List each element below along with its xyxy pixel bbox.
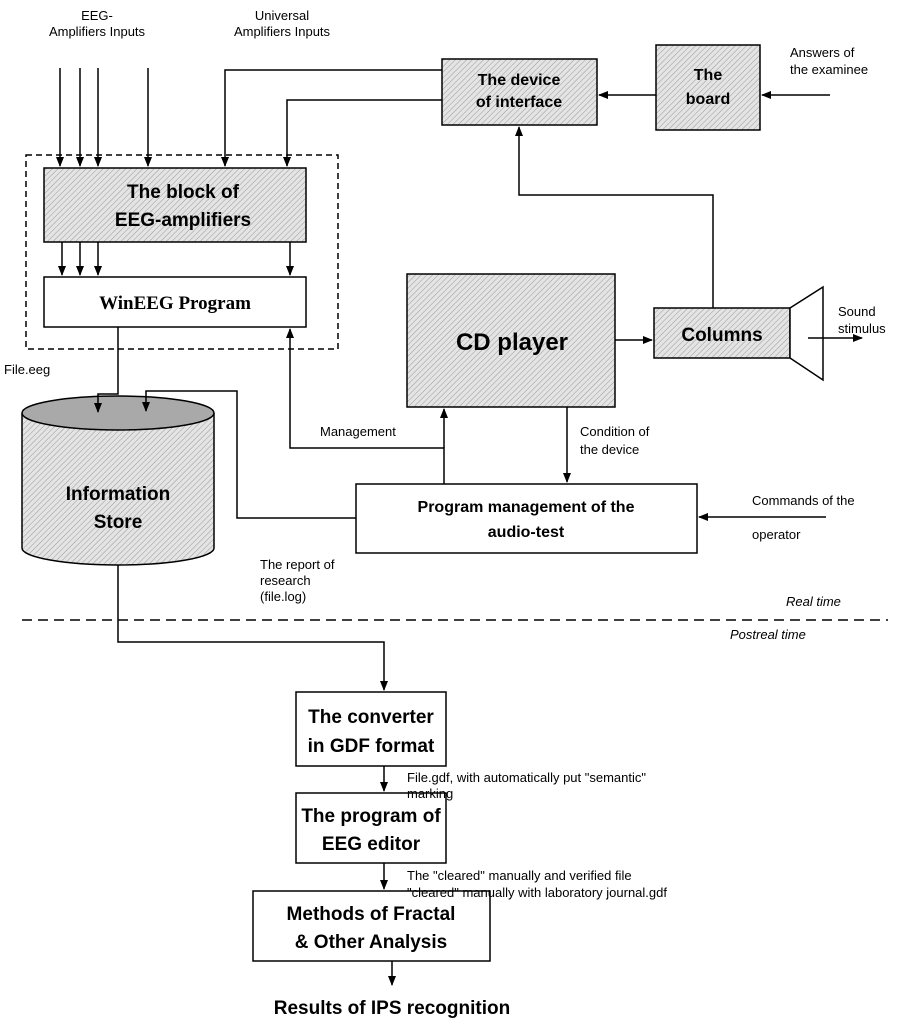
svg-text:Amplifiers Inputs: Amplifiers Inputs bbox=[49, 24, 146, 39]
svg-text:marking: marking bbox=[407, 786, 453, 801]
svg-text:operator: operator bbox=[752, 527, 801, 542]
svg-text:The converter: The converter bbox=[308, 707, 434, 728]
svg-text:"cleared" manually with labora: "cleared" manually with laboratory journ… bbox=[407, 885, 667, 900]
svg-text:The program of: The program of bbox=[301, 806, 441, 827]
svg-text:(file.log): (file.log) bbox=[260, 589, 306, 604]
columns-to-interface-line bbox=[515, 126, 714, 308]
svg-text:The report of: The report of bbox=[260, 557, 335, 572]
report-of-research-label: The report of research (file.log) bbox=[260, 557, 335, 604]
file-gdf-label: File.gdf, with automatically put "semant… bbox=[407, 770, 646, 801]
eeg-editor-block: The program of EEG editor bbox=[295, 792, 447, 864]
svg-text:Methods of Fractal: Methods of Fractal bbox=[287, 904, 456, 925]
cleared-file-label: The "cleared" manually and verified file… bbox=[407, 868, 667, 900]
wineeg-program-block: WinEEG Program bbox=[43, 276, 307, 328]
svg-text:WinEEG Program: WinEEG Program bbox=[99, 293, 251, 314]
svg-text:The "cleared" manually and ver: The "cleared" manually and verified file bbox=[407, 868, 632, 883]
condition-of-device-label: Condition of the device bbox=[580, 424, 650, 457]
store-to-converter-line bbox=[117, 565, 388, 691]
speaker-icon bbox=[789, 285, 824, 382]
sound-stimulus-label: Sound stimulus bbox=[838, 304, 886, 336]
svg-text:Store: Store bbox=[94, 512, 143, 533]
svg-text:The device: The device bbox=[478, 72, 561, 89]
svg-text:Answers of: Answers of bbox=[790, 45, 855, 60]
svg-text:the device: the device bbox=[580, 442, 639, 457]
svg-text:Sound: Sound bbox=[838, 304, 876, 319]
wineeg-to-store-line bbox=[94, 327, 119, 413]
eeg-amplifiers-block: The block of EEG-amplifiers bbox=[43, 167, 307, 243]
device-of-interface-block: The device of interface bbox=[441, 58, 598, 126]
postreal-time-label: Postreal time bbox=[730, 627, 806, 642]
report-to-store-line bbox=[142, 390, 356, 519]
real-time-label: Real time bbox=[786, 594, 841, 609]
program-management-block: Program management of the audio-test bbox=[355, 483, 698, 554]
commands-of-operator-label: Commands of the operator bbox=[752, 493, 855, 542]
file-eeg-label: File.eeg bbox=[4, 362, 50, 377]
management-to-wineeg-line bbox=[286, 328, 445, 484]
eeg-amplifiers-inputs-label: EEG- Amplifiers Inputs bbox=[49, 8, 146, 39]
interface-to-amplifiers-line bbox=[221, 69, 442, 167]
interface-to-amplifiers-line bbox=[283, 99, 442, 167]
fractal-analysis-block: Methods of Fractal & Other Analysis bbox=[252, 890, 491, 962]
svg-text:in GDF format: in GDF format bbox=[308, 736, 435, 757]
svg-text:Condition of: Condition of bbox=[580, 424, 650, 439]
svg-text:Commands of the: Commands of the bbox=[752, 493, 855, 508]
svg-text:Amplifiers Inputs: Amplifiers Inputs bbox=[234, 24, 331, 39]
svg-text:File.gdf, with automatically p: File.gdf, with automatically put "semant… bbox=[407, 770, 646, 785]
svg-text:audio-test: audio-test bbox=[488, 524, 565, 541]
results-label: Results of IPS recognition bbox=[274, 998, 510, 1019]
svg-text:EEG-amplifiers: EEG-amplifiers bbox=[115, 210, 251, 231]
svg-text:Universal: Universal bbox=[255, 8, 309, 23]
gdf-converter-block: The converter in GDF format bbox=[295, 691, 447, 767]
cd-player-block: CD player bbox=[406, 273, 616, 408]
svg-text:& Other Analysis: & Other Analysis bbox=[295, 932, 447, 953]
svg-text:The: The bbox=[694, 67, 723, 84]
board-block: The board bbox=[655, 44, 761, 131]
svg-text:stimulus: stimulus bbox=[838, 321, 886, 336]
answers-of-examinee-label: Answers of the examinee bbox=[790, 45, 868, 77]
svg-text:EEG editor: EEG editor bbox=[322, 834, 421, 855]
management-label: Management bbox=[320, 424, 396, 439]
universal-amplifiers-inputs-label: Universal Amplifiers Inputs bbox=[234, 8, 331, 39]
svg-text:Information: Information bbox=[66, 484, 171, 505]
svg-text:research: research bbox=[260, 573, 311, 588]
svg-text:CD player: CD player bbox=[456, 329, 568, 356]
svg-text:board: board bbox=[686, 91, 730, 108]
columns-block: Columns bbox=[653, 307, 791, 359]
svg-text:EEG-: EEG- bbox=[81, 8, 113, 23]
svg-text:the examinee: the examinee bbox=[790, 62, 868, 77]
eeg-subsystem-frame bbox=[25, 154, 339, 350]
information-store-cylinder: Information Store bbox=[21, 395, 215, 566]
svg-text:Columns: Columns bbox=[681, 325, 762, 346]
svg-text:Program management of the: Program management of the bbox=[418, 499, 635, 516]
svg-text:of interface: of interface bbox=[476, 94, 562, 111]
svg-text:The block of: The block of bbox=[127, 182, 240, 203]
